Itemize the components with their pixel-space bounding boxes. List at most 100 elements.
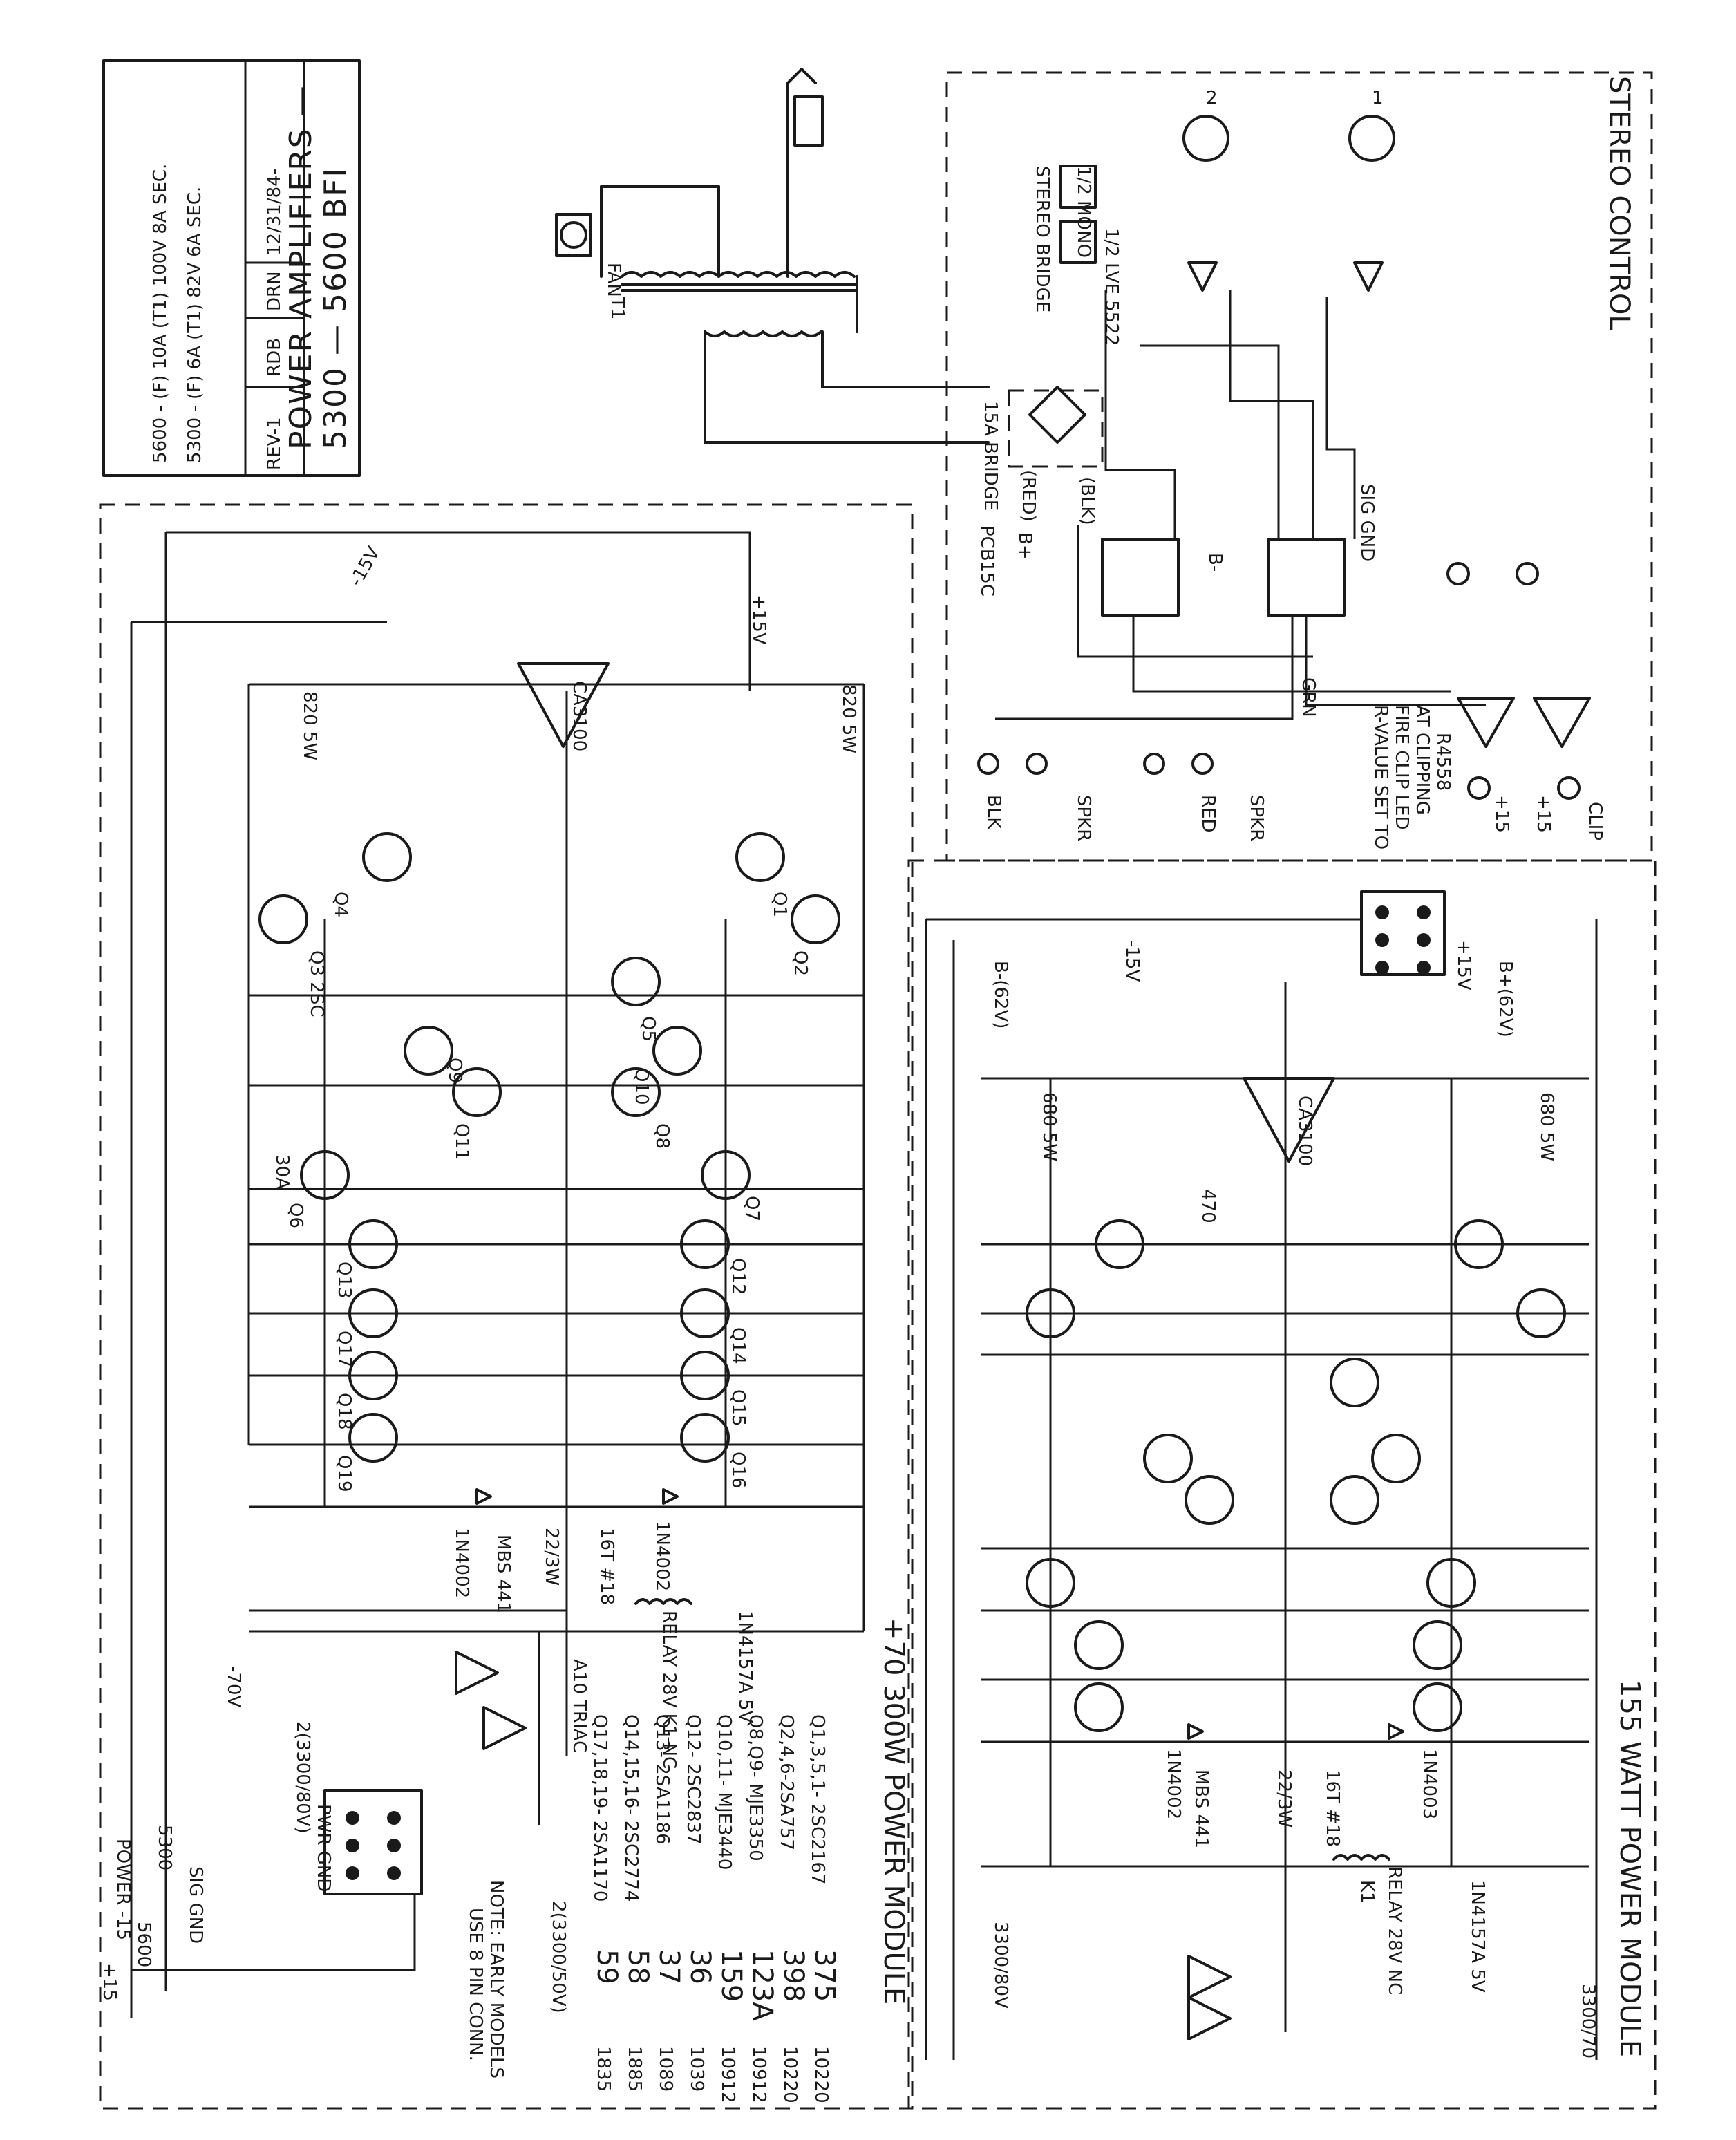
label-q2-300: Q2 [790, 950, 811, 976]
transistors-300: Q4 Q1 Q3 2SC Q2 Q5 Q9 Q10 Q11 Q8 Q6 30A … [258, 832, 840, 1492]
section-labels: STEREO CONTROL +70 300W POWER MODULE 155… [603, 76, 1645, 2057]
label-r820b: 820 5W [838, 684, 859, 753]
label-q10-300: Q10 [631, 1068, 652, 1105]
label-blk: BLK [983, 795, 1004, 829]
parts-row-7-code: 59 [591, 1949, 623, 1984]
parts-row: Q1,3,5,1- 2SC2167 375 10220 [807, 1714, 840, 2103]
label-coil-155: MBS 441 [1191, 1770, 1211, 1848]
label-stereo-control: STEREO CONTROL [1603, 76, 1635, 330]
title-line2: POWER AMPLIFIERS — [283, 84, 319, 449]
label-diode1-300: 1N4002 [451, 1528, 472, 1598]
label-grn: GRN [1298, 677, 1319, 717]
label-xlr-1: 1 [1372, 88, 1384, 109]
label-clip: CLIP [1585, 802, 1605, 841]
label-q16-300: Q16 [728, 1452, 748, 1489]
parts-row-3-code: 159 [715, 1949, 747, 2002]
label-relay-k-155: K1 [1357, 1880, 1377, 1904]
label-rail-pos-155: +15V [1453, 940, 1474, 991]
label-neg15-300: -15V [346, 543, 384, 590]
power-module-300w: CA3100 -15V +15V -70V 820 5W 820 5W RELA… [99, 531, 865, 2078]
title-block: 5300 — 5600 BFI POWER AMPLIFIERS — 12/31… [102, 59, 361, 477]
title-line1: 5300 — 5600 BFI [318, 167, 353, 449]
label-r470-155: 470 [1198, 1189, 1218, 1223]
label-neg70: -70V [223, 1666, 244, 1707]
title-date: 12/31/84- [264, 169, 285, 256]
parts-row-7-part: Q17,18,19- 2SA1170 [589, 1714, 610, 1902]
label-q12-300: Q12 [728, 1258, 748, 1295]
label-q19-300: Q19 [334, 1455, 355, 1492]
parts-row-1-part: Q2,4,6-2SA757 [776, 1714, 797, 1850]
label-q18-300: Q18 [334, 1393, 355, 1430]
label-q8-300: Q8 [652, 1123, 672, 1149]
label-clip-note-2: FIRE CLIP LED [1391, 705, 1412, 830]
label-sig-gnd: SIG GND [1357, 484, 1377, 561]
label-red: RED [1198, 795, 1218, 833]
title-drn: DRN [264, 271, 285, 311]
label-q1-300: Q1 [769, 892, 790, 917]
label-rail-neg-155: -15V [1122, 940, 1142, 982]
parts-row-1-num: 10220 [780, 2046, 800, 2103]
section-borders [99, 71, 1657, 2110]
parts-row: Q12- 2SC2837 36 1039 [683, 1714, 716, 2092]
label-coil-r-155: 22/3W [1274, 1770, 1294, 1828]
label-q4-300: Q4 [330, 892, 351, 917]
parts-row-4-part: Q12- 2SC2837 [683, 1714, 704, 1845]
label-pos15-300: +15V [748, 594, 769, 645]
label-r680a: 680 5W [1039, 1092, 1059, 1161]
label-note-1: NOTE: EARLY MODELS [486, 1880, 507, 2078]
label-clip-note-3: AT CLIPPING [1412, 705, 1433, 815]
label-cap-big-300: 2(3300/50V) [548, 1901, 569, 2014]
label-triac: A10 TRIAC [569, 1659, 589, 1753]
label-r680b: 680 5W [1536, 1092, 1557, 1161]
label-q7-300: Q7 [742, 1196, 762, 1221]
label-tap-300: 16T #18 [596, 1528, 617, 1605]
label-relay-155: RELAY 28V NC [1384, 1866, 1405, 1995]
label-q14-300: Q14 [728, 1327, 748, 1364]
label-q11-300: Q11 [451, 1123, 472, 1161]
parts-row-3-num: 10912 [717, 2046, 738, 2103]
label-fan: FAN [603, 263, 624, 297]
label-clip-note-1: R-VALUE SET TO [1370, 705, 1391, 850]
parts-row-4-code: 36 [684, 1949, 716, 1984]
transformer-area [555, 68, 990, 444]
parts-row: Q14,15,16- 2SC2774 58 1885 [621, 1714, 654, 2092]
label-q3-300: Q3 2SC [306, 950, 327, 1017]
label-coil-300: MBS 441 [493, 1534, 513, 1613]
parts-row-5-num: 1089 [655, 2046, 676, 2092]
title-spec2: 5600 - (F) 10A (T1) 100V 8A SEC. [150, 164, 171, 463]
label-q17-300: Q17 [334, 1331, 355, 1368]
parts-row-2-part: Q8,Q9- MJE3350 [745, 1714, 766, 1861]
label-relay-diode-300: 1N4157A 5V [735, 1611, 755, 1723]
label-b-minus: B- [1205, 553, 1225, 572]
label-stereo-bridge: STEREO BRIDGE [1032, 166, 1053, 312]
label-diode2-300: 1N4002 [652, 1521, 672, 1591]
parts-row-5-code: 37 [653, 1949, 685, 1984]
parts-row: Q2,4,6-2SA757 398 10220 [776, 1714, 809, 2103]
label-diode-b-155: 1N4003 [1419, 1749, 1440, 1819]
label-cap-big-155: 3300/80V [990, 1922, 1011, 2009]
label-tap-155: 16T #18 [1322, 1770, 1343, 1847]
parts-row-2-num: 10912 [748, 2046, 769, 2103]
parts-row-4-num: 1039 [686, 2046, 707, 2092]
parts-row-2-code: 123A [746, 1949, 778, 2021]
label-mono: 1/2 MONO [1073, 166, 1094, 258]
title-spec1: 5300 - (F) 6A (T1) 82V 6A SEC. [185, 187, 205, 463]
parts-row-6-num: 1885 [624, 2046, 645, 2092]
label-relay-300: RELAY 28V K1-NC [659, 1611, 679, 1769]
label-red-wire: (RED) [1018, 470, 1039, 522]
label-q9-300: Q9 [444, 1058, 465, 1083]
label-q13-300: Q13 [334, 1261, 355, 1299]
label-vneg-155: B-(62V) [990, 961, 1011, 1029]
label-xlr-2: 2 [1206, 88, 1218, 109]
label-300w-module: +70 300W POWER MODULE [878, 1617, 909, 2005]
label-5600: 5600 [133, 1922, 154, 1967]
label-power-rail: POWER -15 [113, 1839, 133, 1940]
label-5300: 5300 [154, 1825, 175, 1870]
label-b-plus: B+ [1015, 532, 1035, 560]
label-mono-ic: 1/2 LVE 5522 [1101, 228, 1122, 346]
label-t1: T1 [607, 297, 628, 319]
parts-row: Q10,11- MJE3440 159 10912 [714, 1714, 747, 2103]
parts-list: Q1,3,5,1- 2SC2167 375 10220 Q2,4,6-2SA75… [589, 1714, 840, 2103]
parts-row: Q17,18,19- 2SA1170 59 1835 [589, 1714, 623, 2092]
label-r820a: 820 5W [299, 691, 320, 760]
